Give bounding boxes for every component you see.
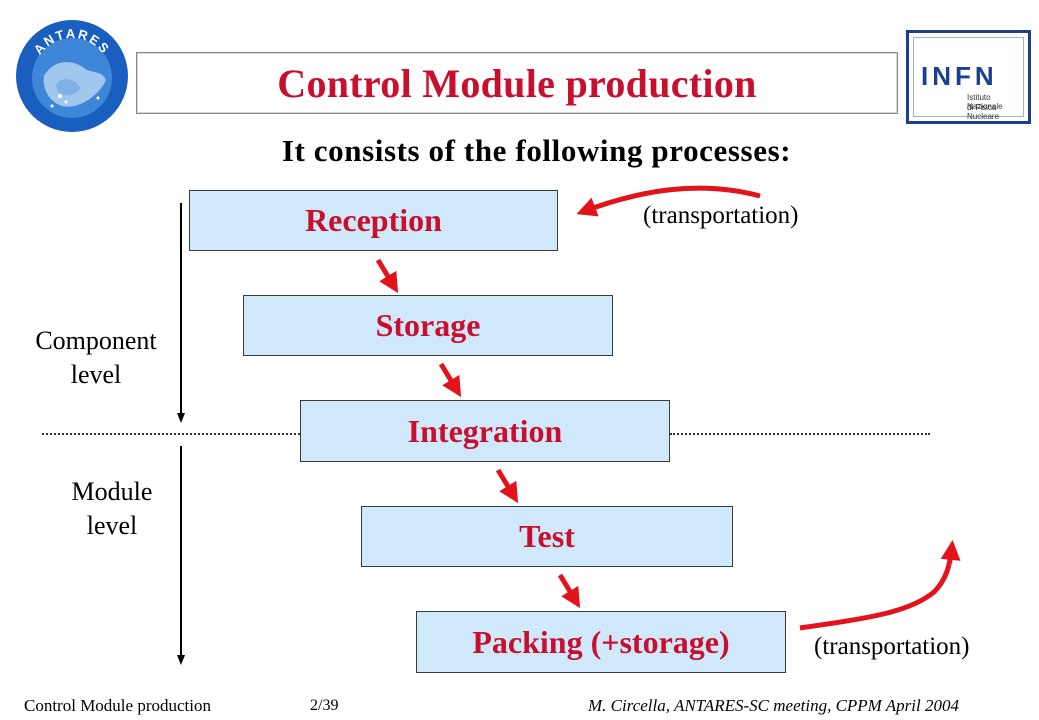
module-level-line-1: Module [71, 477, 153, 506]
title-box: Control Module production [136, 52, 898, 114]
process-label: Test [519, 518, 575, 554]
infn-wordmark: INFN [921, 61, 998, 91]
flow-arrow-reception-storage [375, 258, 399, 294]
footer-title: Control Module production [24, 696, 211, 715]
component-level-line-2: level [70, 360, 122, 389]
transportation-arrow-out [799, 540, 961, 631]
flow-arrow-test-packing [557, 573, 581, 609]
note-transportation-top: (transportation) [643, 202, 799, 229]
process-box-packing: Packing (+storage) [416, 611, 786, 673]
note-transportation-bottom: (transportation) [814, 633, 970, 660]
process-label: Packing (+storage) [472, 623, 730, 660]
component-level-label: Component level [12, 324, 180, 392]
footer-page-number: 2/39 [310, 697, 339, 714]
level-divider-left [42, 433, 300, 435]
infn-logo: INFN Istituto Nazionale di Fisica Nuclea… [906, 30, 1031, 124]
process-label: Storage [375, 307, 481, 343]
antares-logo: ANTARES [16, 20, 128, 132]
infn-subtitle-line-1: Istituto Nazionale [967, 93, 1003, 111]
module-level-label: Module level [28, 475, 196, 543]
process-label: Reception [305, 202, 442, 238]
flow-arrow-integration-test [495, 468, 519, 504]
footer-credit: M. Circella, ANTARES-SC meeting, CPPM Ap… [588, 696, 959, 715]
subtitle: It consists of the following processes: [281, 133, 792, 168]
infn-subtitle-line-2: di Fisica Nucleare [967, 103, 1000, 121]
module-level-line-2: level [86, 511, 138, 540]
page-title: Control Module production [277, 60, 757, 106]
process-box-reception: Reception [189, 190, 558, 251]
level-divider-right [670, 433, 930, 435]
process-box-test: Test [361, 506, 733, 567]
process-box-integration: Integration [300, 400, 670, 462]
flow-arrow-storage-integration [438, 362, 462, 398]
component-level-line-1: Component [35, 326, 157, 355]
process-box-storage: Storage [243, 295, 613, 356]
process-label: Integration [407, 412, 563, 449]
